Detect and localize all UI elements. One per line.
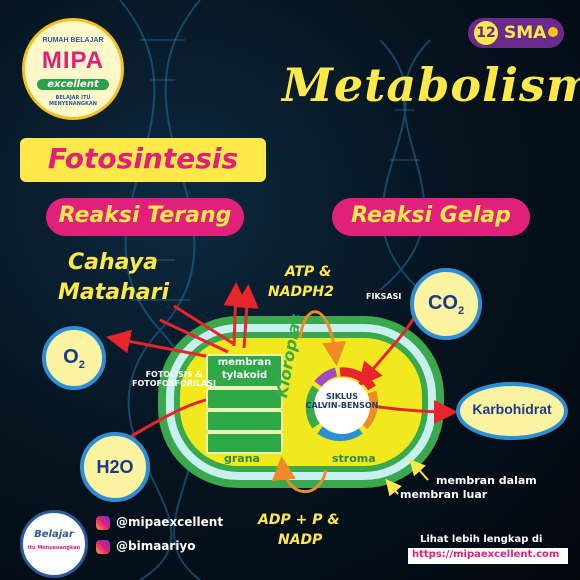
footer-url-bar[interactable]: https://mipaexcellent.com — [408, 548, 568, 564]
sunlight-label-line1: Cahaya — [68, 250, 159, 275]
logo-sub-text: excellent — [37, 79, 109, 90]
dark-reaction-pill: Reaksi Gelap — [332, 198, 530, 236]
sun-ray-2 — [173, 304, 235, 346]
dark-reaction-text: Reaksi Gelap — [351, 203, 511, 228]
logo-tagline: BELAJAR ITU MENYENANGKAN — [49, 95, 97, 107]
logo-top-text: RUMAH BELAJAR — [42, 37, 104, 44]
carbohydrate-arrow — [371, 399, 458, 424]
grana-label: grana — [224, 452, 260, 465]
thylakoid-disc — [206, 432, 283, 454]
inner-membrane-label: membran dalam — [436, 474, 537, 487]
instagram-handle-2: @bimaariyo — [116, 539, 196, 553]
thylakoid-disc — [206, 388, 283, 410]
arrow-up-2 — [234, 284, 259, 349]
light-reaction-text: Reaksi Terang — [58, 203, 232, 228]
carbohydrate-text: Karbohidrat — [472, 401, 552, 417]
bottom-logo-line2: Itu Menyenangkan — [27, 545, 81, 551]
brand-logo: RUMAH BELAJAR MIPA excellent BELAJAR ITU… — [22, 18, 124, 120]
photolysis-line1: FOTOLISIS & — [145, 370, 203, 379]
carbohydrate-ellipse: Karbohidrat — [456, 382, 568, 440]
calvin-label: SIKLUS CALVIN-BENSON — [302, 392, 382, 410]
topic-pill: Fotosintesis — [20, 138, 266, 182]
inner-membrane-pointer — [409, 459, 429, 481]
thylakoid-label-line2: tylakoid — [221, 370, 268, 381]
atp-arc — [298, 310, 347, 366]
bottom-logo: Belajar Itu Menyenangkan — [20, 510, 88, 578]
instagram-handle-1: @mipaexcellent — [116, 515, 224, 529]
grade-number: 12 — [474, 21, 498, 45]
instagram-icon — [96, 540, 110, 554]
footer-more-text: Lihat lebih lengkap di — [420, 534, 543, 545]
logo-main-text: MIPA — [41, 47, 105, 74]
h2o-circle: H2O — [80, 432, 150, 502]
adp-arc — [271, 456, 328, 494]
h2o-text: H2O — [96, 456, 134, 477]
thylakoid-label-line1: membran — [217, 357, 272, 368]
main-title: Metabolisme — [282, 58, 580, 112]
adp-label-line1: ADP + P & — [258, 512, 340, 528]
arrow-up-1 — [223, 282, 248, 347]
calvin-cycle-ring — [305, 367, 379, 441]
photolysis-label: FOTOLISIS & FOTOFOSFORILASI — [126, 370, 222, 388]
calvin-line2: CALVIN-BENSON — [305, 401, 379, 410]
outer-membrane-label: membran luar — [400, 488, 488, 501]
grade-number-text: 12 — [476, 25, 496, 41]
calvin-line1: SIKLUS — [325, 392, 358, 401]
atp-label-line2: NADPH2 — [268, 284, 334, 300]
co2-arrow — [358, 317, 416, 387]
stroma-label: stroma — [332, 452, 376, 465]
instagram-icon — [96, 516, 110, 530]
bottom-logo-line1: Belajar — [34, 529, 74, 540]
sunlight-label-line2: Matahari — [58, 280, 169, 305]
footer-url: https://mipaexcellent.com — [412, 549, 560, 560]
thylakoid-header: membran tylakoid — [206, 354, 283, 388]
sun-ray-1 — [159, 318, 229, 354]
o2-text: O2 — [63, 345, 85, 371]
adp-label-line2: NADP — [278, 532, 323, 548]
outer-membrane-pointer — [385, 478, 402, 497]
co2-text: CO2 — [427, 291, 465, 317]
grade-badge: 12 SMA — [468, 18, 564, 48]
o2-circle: O2 — [42, 326, 106, 390]
photolysis-line2: FOTOFOSFORILASI — [132, 379, 216, 388]
co2-circle: CO2 — [410, 268, 482, 340]
badge-dot-icon — [548, 27, 558, 37]
grade-level: SMA — [504, 23, 547, 43]
atp-label-line1: ATP & — [285, 264, 332, 280]
fixation-label: FIKSASI — [366, 292, 402, 301]
light-reaction-pill: Reaksi Terang — [46, 198, 244, 236]
topic-text: Fotosintesis — [47, 142, 239, 175]
thylakoid-disc — [206, 410, 283, 432]
